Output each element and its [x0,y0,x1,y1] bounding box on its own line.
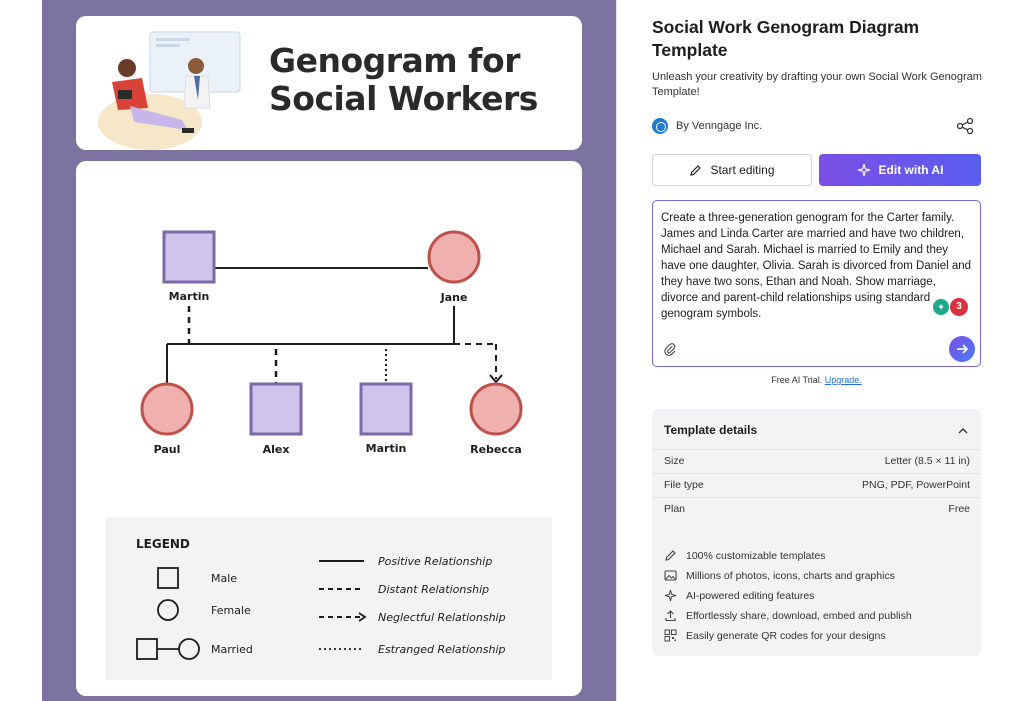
legend-male-label: Male [211,572,237,585]
feature-item: Effortlessly share, download, embed and … [664,609,912,622]
paperclip-icon[interactable] [663,342,677,356]
author-link[interactable]: By Venngage Inc. [652,118,762,134]
template-sidebar: Social Work Genogram Diagram Template Un… [636,0,996,701]
feature-text: 100% customizable templates [686,549,826,562]
rebecca-label: Rebecca [470,443,522,456]
chevron-up-icon[interactable] [958,426,968,436]
template-title: Social Work Genogram Diagram Template [652,17,920,60]
template-description: Unleash your creativity by drafting your… [652,71,982,98]
social-worker-illustration [98,31,241,150]
legend-distant-label: Distant Relationship [378,583,489,596]
ai-trial-note: Free AI Trial. Upgrade. [652,375,981,385]
detail-file-type-label: File type [664,479,704,491]
pencil-icon [665,550,676,561]
alex-label: Alex [263,443,290,456]
start-editing-label: Start editing [710,163,775,177]
feature-item: Easily generate QR codes for your design… [664,629,886,642]
card-title-line-2: Social Workers [269,79,538,118]
detail-row-size: Size Letter (8.5 × 11 in) [664,450,970,472]
edit-with-ai-label: Edit with AI [878,163,944,177]
template-details-panel: Template details Size Letter (8.5 × 11 i… [652,409,981,656]
card-title-line-1: Genogram for [269,41,520,80]
left-gutter [0,0,42,701]
feature-text: Millions of photos, icons, charts and gr… [686,569,895,582]
genogram-card: Martin Jane Paul [76,161,582,696]
details-divider [652,497,981,498]
feature-item: Millions of photos, icons, charts and gr… [664,569,895,582]
detail-plan-value: Free [948,503,970,515]
qr-code-icon [664,629,677,642]
legend-female-symbol [157,599,179,621]
rebecca-circle [469,382,523,436]
card-title: Genogram for Social Workers [269,42,538,118]
feature-text: Easily generate QR codes for your design… [686,629,886,642]
template-preview[interactable]: Genogram for Social Workers Martin Jane [42,0,616,701]
venngage-avatar-icon [652,118,668,134]
paul-label: Paul [154,443,181,456]
legend-neglectful-label: Neglectful Relationship [378,611,506,624]
sparkle-icon [664,589,677,602]
legend-female-label: Female [211,604,251,617]
upload-icon [665,610,676,622]
feature-item: 100% customizable templates [664,549,826,562]
author-name: By Venngage Inc. [676,120,763,132]
martin-child-square [359,382,413,436]
send-button[interactable] [949,336,975,362]
edit-with-ai-button[interactable]: Edit with AI [819,154,981,186]
arrow-right-icon [957,344,969,354]
genogram-diagram: Martin Jane Paul [136,230,523,660]
detail-size-label: Size [664,455,685,467]
detail-file-type-value: PNG, PDF, PowerPoint [862,479,970,491]
legend-married-circle [178,638,200,660]
father-square [162,230,216,284]
detail-row-file-type: File type PNG, PDF, PowerPoint [664,474,970,496]
details-heading: Template details [664,423,758,437]
grammar-issues-badge[interactable]: 3 [950,298,968,316]
feature-text: Effortlessly share, download, embed and … [686,609,912,622]
alex-square [249,382,303,436]
ai-prompt-text[interactable]: Create a three-generation genogram for t… [661,212,972,320]
mother-label: Jane [440,291,468,304]
feature-text: AI-powered editing features [686,589,815,602]
legend-married-square [136,638,158,660]
title-card: Genogram for Social Workers [76,16,582,150]
details-divider [652,449,981,450]
detail-row-plan: Plan Free [664,498,970,520]
image-icon [664,570,677,581]
trial-text: Free AI Trial. [771,375,823,385]
feature-item: AI-powered editing features [664,589,814,602]
legend-positive-label: Positive Relationship [378,555,492,568]
details-divider [652,473,981,474]
detail-size-value: Letter (8.5 × 11 in) [884,455,970,467]
legend-neglectful-arrowhead [358,612,367,622]
panel-divider [616,0,617,701]
legend-estranged-label: Estranged Relationship [378,643,505,656]
grammar-assistant-icon[interactable]: ✦ [933,299,949,315]
legend-male-symbol [157,567,179,589]
detail-plan-label: Plan [664,503,686,515]
share-icon[interactable] [956,117,974,135]
legend-married-label: Married [211,643,253,656]
start-editing-button[interactable]: Start editing [652,154,812,186]
paul-circle [140,382,194,436]
ai-prompt-textarea[interactable]: Create a three-generation genogram for t… [652,200,981,367]
father-label: Martin [169,290,210,303]
upgrade-link[interactable]: Upgrade. [824,375,862,385]
legend-title: LEGEND [136,537,190,551]
rebecca-arrowhead [489,374,503,384]
sparkle-icon [857,163,870,177]
mother-circle [427,230,481,284]
pencil-icon [690,164,702,176]
martin-child-label: Martin [366,442,407,455]
